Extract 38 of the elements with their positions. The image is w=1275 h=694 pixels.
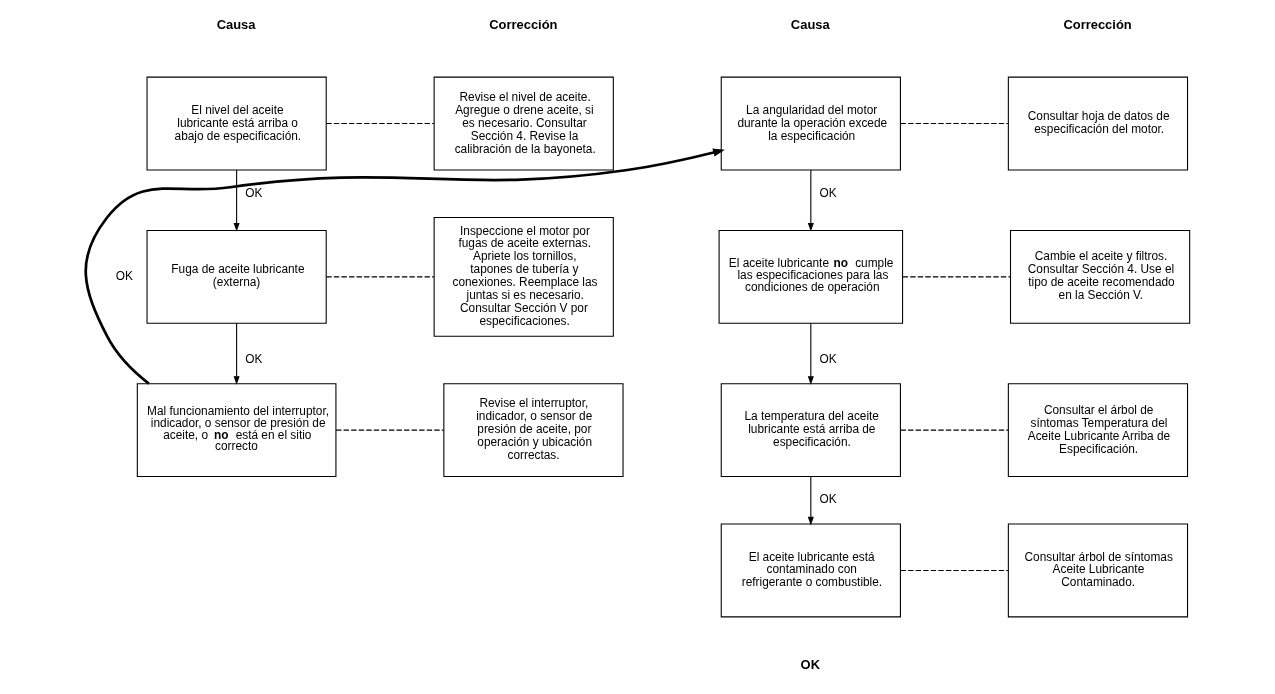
connector xyxy=(900,429,1009,431)
arrow xyxy=(233,169,240,232)
node-box: Cambie el aceite y filtros. Consultar Sección 4. Use el tipo de aceite recomendado en la Sección V. xyxy=(1009,229,1191,324)
node-box: La temperatura del aceite lubricante está arriba de especificación. xyxy=(720,383,901,478)
arrow xyxy=(807,169,814,232)
node-box: El aceite lubricante no cumple las especificaciones para las condiciones de operación xyxy=(718,229,904,324)
connector xyxy=(902,276,1011,278)
edge-label: OK xyxy=(245,185,263,200)
node-box: Consultar árbol de síntomas Aceite Lubricante Contaminado. xyxy=(1007,523,1189,618)
edge-label: OK xyxy=(819,492,837,507)
node-box: Inspeccione el motor por fugas de aceite externas. Apriete los tornillos, tapones de tubería y conexiones. Reemplace las juntas si es necesario. Consultar Sección V por especificaciones. xyxy=(433,216,614,337)
arrow xyxy=(807,322,814,385)
label: Causa xyxy=(216,17,256,33)
arrow xyxy=(807,476,814,526)
connector xyxy=(900,123,1009,125)
node-box: La angularidad del motor durante la operación excede la especificación xyxy=(720,76,901,171)
edge-label: OK xyxy=(819,185,837,200)
node-box: El aceite lubricante está contaminado con refrigerante o combustible. xyxy=(720,523,901,618)
label: Corrección xyxy=(1063,17,1132,33)
edge-label: OK xyxy=(115,268,133,283)
node-box: Revise el nivel de aceite. Agregue o drene aceite, si es necesario. Consultar Sección 4. Revise la calibración de la bayoneta. xyxy=(433,76,614,171)
label: Causa xyxy=(790,17,830,33)
label: OK xyxy=(800,657,820,673)
connector xyxy=(900,569,1009,571)
node-box: El nivel del aceite lubricante está arriba o abajo de especificación. xyxy=(146,76,327,171)
node-box: Revise el interruptor, indicador, o sensor de presión de aceite, por operación y ubicación correctas. xyxy=(443,383,624,478)
edge-label: OK xyxy=(819,351,837,366)
node-box: Fuga de aceite lubricante (externa) xyxy=(146,229,327,324)
connector xyxy=(335,429,445,431)
arrow xyxy=(233,322,240,385)
connector xyxy=(325,123,435,125)
label: Corrección xyxy=(489,17,558,33)
node-box: Consultar el árbol de síntomas Temperatura del Aceite Lubricante Arriba de Especificación. xyxy=(1007,383,1189,478)
arrow xyxy=(84,148,725,385)
node-box: Consultar hoja de datos de especificación del motor. xyxy=(1007,76,1189,171)
node-box: Mal funcionamiento del interruptor, indicador, o sensor de presión de aceite, o no está en el sitio correcto xyxy=(136,383,337,478)
edge-label: OK xyxy=(245,351,263,366)
connector xyxy=(325,276,435,278)
